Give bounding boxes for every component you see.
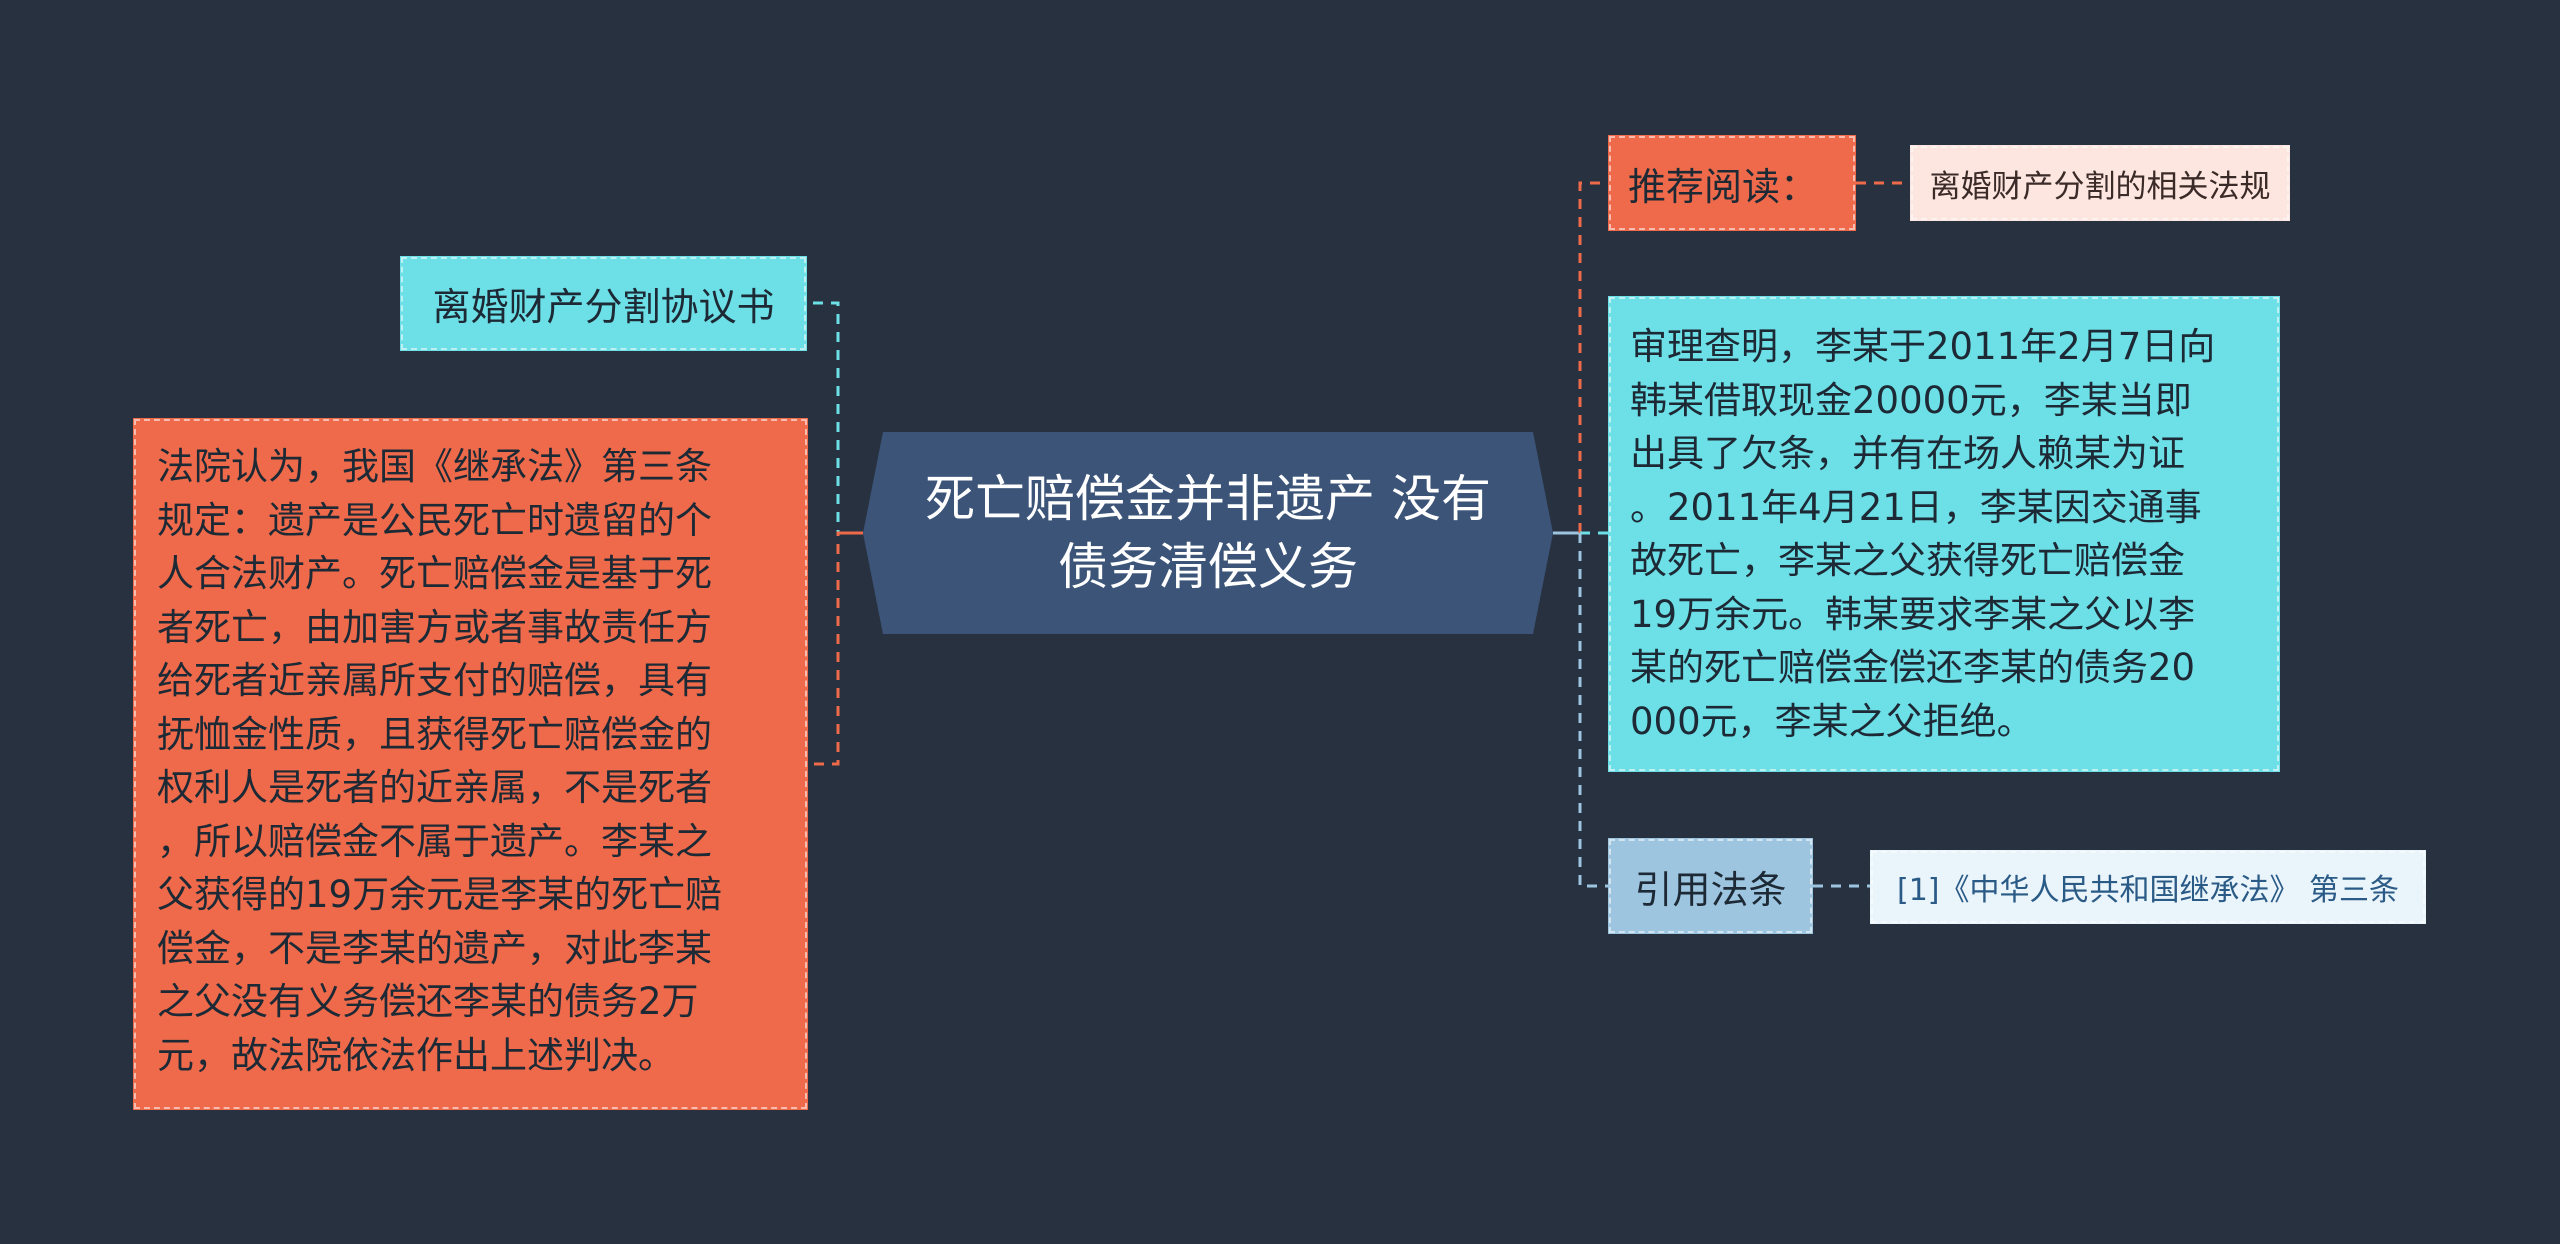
topic-case-facts[interactable]: 审理查明，李某于2011年2月7日向 韩某借取现金20000元，李某当即 出具了… [1608, 296, 2280, 772]
topic-divorce-property-agreement[interactable]: 离婚财产分割协议书 [400, 256, 807, 351]
recommended-reading-link-text: 离婚财产分割的相关法规 [1929, 168, 2271, 205]
cited-law-link[interactable]: [1]《中华人民共和国继承法》 第三条 [1870, 850, 2426, 924]
cited-law-link-text: [1]《中华人民共和国继承法》 第三条 [1896, 873, 2400, 908]
topic-court-opinion[interactable]: 法院认为，我国《继承法》第三条 规定：遗产是公民死亡时遗留的个 人合法财产。死亡… [133, 418, 808, 1110]
topic-cited-law[interactable]: 引用法条 [1608, 838, 1813, 934]
central-topic[interactable]: 死亡赔偿金并非遗产 没有 债务清偿义务 [863, 432, 1553, 634]
recommended-reading-label: 推荐阅读： [1628, 164, 1819, 209]
central-topic-text: 死亡赔偿金并非遗产 没有 债务清偿义务 [925, 470, 1491, 596]
cited-law-label: 引用法条 [1634, 867, 1787, 912]
topic-recommended-reading[interactable]: 推荐阅读： [1608, 135, 1856, 231]
recommended-reading-link[interactable]: 离婚财产分割的相关法规 [1910, 145, 2290, 221]
topic-divorce-property-agreement-text: 离婚财产分割协议书 [432, 285, 775, 329]
